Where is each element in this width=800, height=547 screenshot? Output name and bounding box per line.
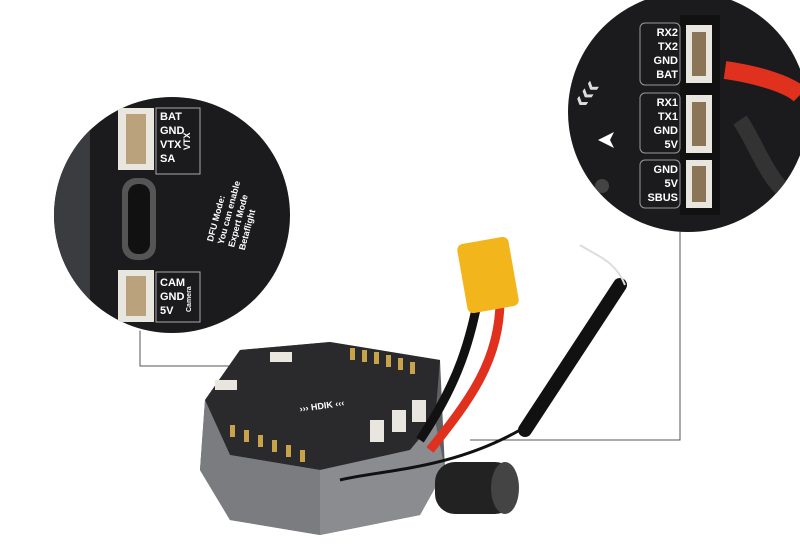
pin-label: RX1 — [656, 97, 678, 109]
left-inset — [52, 95, 292, 335]
pin-label: CAM — [160, 277, 186, 289]
uart1-pin-labels: RX1 TX1 GND 5V — [642, 96, 678, 152]
pin-label: SBUS — [647, 192, 678, 204]
right-leader-line — [470, 228, 681, 441]
vtx-tag: VTX — [182, 132, 192, 150]
pin-label: GND — [160, 291, 185, 303]
uart2-pin-labels: RX2 TX2 GND BAT — [642, 26, 678, 82]
pin-label: TX2 — [657, 41, 678, 53]
pin-label: GND — [653, 164, 678, 176]
vtx-pin-labels: BAT GND VTX SA — [160, 110, 184, 166]
left-leader-line — [139, 325, 265, 367]
pin-label: BAT — [160, 111, 182, 123]
camera-tag: Camera — [186, 286, 193, 312]
pin-label: SA — [160, 153, 176, 165]
pin-label: VTX — [160, 139, 182, 151]
receiver-pin-labels: GND 5V SBUS — [640, 163, 678, 205]
pin-label: RX2 — [656, 27, 678, 39]
pin-label: BAT — [656, 69, 678, 81]
pin-label: GND — [160, 125, 185, 137]
pin-label: GND — [653, 55, 678, 67]
cam-pin-labels: CAM GND 5V — [160, 276, 185, 318]
pin-label: 5V — [160, 305, 174, 317]
pin-label: GND — [653, 125, 678, 137]
pin-label: 5V — [664, 178, 678, 190]
flight-controller: ››› HDIK ‹‹‹ — [200, 236, 627, 535]
pin-label: 5V — [664, 139, 678, 151]
right-inset: ‹‹‹ — [568, 0, 800, 232]
pin-label: TX1 — [657, 111, 678, 123]
